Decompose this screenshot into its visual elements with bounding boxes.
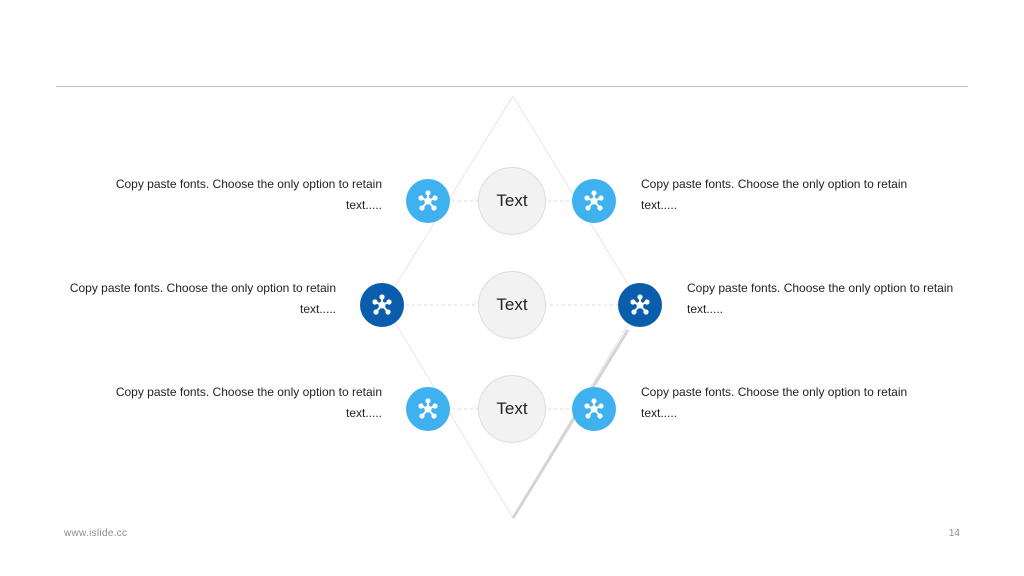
network-icon	[418, 190, 438, 211]
row-2-right-node	[618, 283, 662, 327]
top-divider	[56, 86, 968, 87]
row-1-right-text: Copy paste fonts. Choose the only option…	[641, 177, 908, 212]
network-icon	[584, 190, 604, 211]
network-icon	[584, 398, 604, 419]
diamond-accent-edge	[511, 329, 630, 519]
row-3-center-circle: Text	[478, 375, 546, 443]
row-3-right-node	[572, 387, 616, 431]
row-2-center-circle: Text	[478, 271, 546, 339]
network-icon	[372, 294, 392, 315]
network-icon	[418, 398, 438, 419]
row-2-right-text: Copy paste fonts. Choose the only option…	[687, 281, 954, 316]
row-1-right-node	[572, 179, 616, 223]
page-number: 14	[948, 528, 960, 539]
diamond-outline	[383, 95, 641, 519]
row-3-left-node	[406, 387, 450, 431]
row-2-left-text: Copy paste fonts. Choose the only option…	[69, 281, 336, 316]
row-3-center-label: Text	[496, 399, 528, 418]
network-icon	[630, 294, 650, 315]
row-3-right-text: Copy paste fonts. Choose the only option…	[641, 385, 908, 420]
row-2-center-label: Text	[496, 295, 528, 314]
row-1-center-circle: Text	[478, 167, 546, 235]
row-1-center-label: Text	[496, 191, 528, 210]
footer-url: www.islide.cc	[64, 528, 128, 539]
row-1-left-text: Copy paste fonts. Choose the only option…	[115, 177, 382, 212]
row-1-left-node	[406, 179, 450, 223]
row-2-left-node	[360, 283, 404, 327]
row-3-left-text: Copy paste fonts. Choose the only option…	[115, 385, 382, 420]
